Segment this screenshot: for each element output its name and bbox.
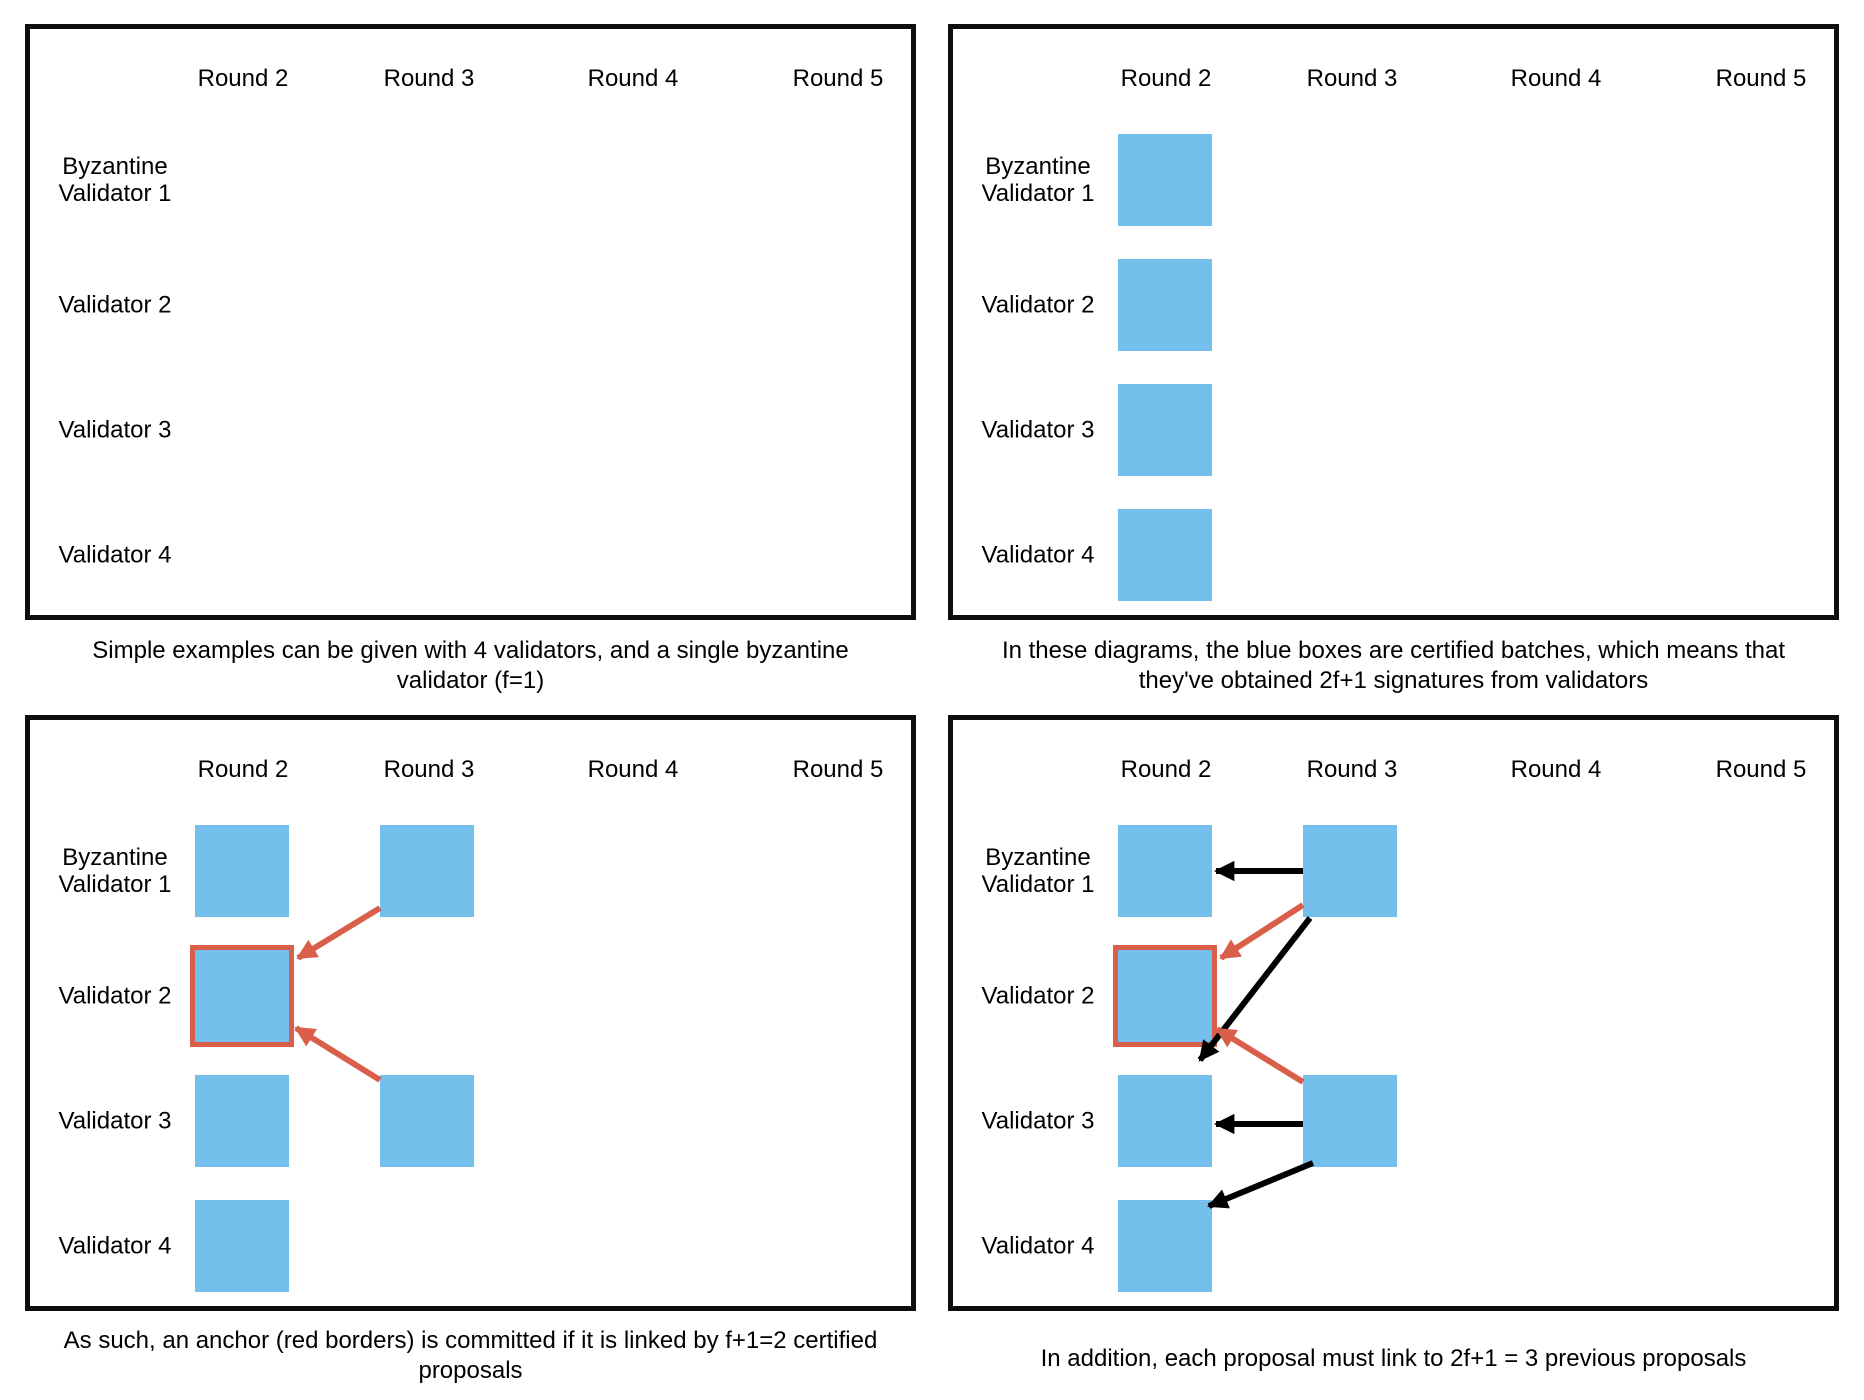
link-arrow-red (296, 905, 382, 961)
round-header: Round 2 (197, 65, 289, 92)
validator-label: Validator 4 (981, 1232, 1095, 1260)
arrows-layer (294, 905, 382, 1083)
caption-text: As such, an anchor (red borders) is comm… (63, 1327, 878, 1384)
certified-batch-box (1118, 825, 1212, 917)
anchor-batch-box (1113, 945, 1217, 1047)
round-header: Round 2 (197, 756, 289, 783)
validator-label: Byzantine Validator 1 (58, 844, 172, 898)
certified-batch-box (1303, 1075, 1397, 1167)
link-arrow-red (1215, 1026, 1305, 1085)
caption-text: In addition, each proposal must link to … (1040, 1345, 1747, 1372)
certified-batch-box (1118, 384, 1212, 476)
certified-batch-box (1118, 1075, 1212, 1167)
validator-label: Byzantine Validator 1 (58, 153, 172, 207)
round-header: Round 5 (1715, 65, 1807, 92)
link-arrow-red (294, 1025, 382, 1083)
certified-batch-box (1118, 259, 1212, 351)
validator-label: Byzantine Validator 1 (981, 844, 1095, 898)
certified-batch-box (380, 825, 474, 917)
validator-label: Validator 4 (981, 541, 1095, 569)
panel-bottom-left: Round 2 Round 3 Round 4 Round 5 Byzantine Va… (25, 715, 916, 1311)
validator-label: Validator 2 (58, 982, 172, 1010)
validator-label: Validator 3 (981, 1107, 1095, 1135)
link-arrow-black (1207, 1160, 1315, 1209)
round-header: Round 2 (1120, 65, 1212, 92)
certified-batch-box (1303, 825, 1397, 917)
certified-batch-box (380, 1075, 474, 1167)
link-arrow-red (1219, 902, 1305, 961)
round-header: Round 4 (1510, 756, 1602, 783)
arrows-layer (953, 29, 1834, 615)
validator-label: Validator 2 (981, 982, 1095, 1010)
certified-batch-box (195, 1075, 289, 1167)
certified-batch-box (1118, 1200, 1212, 1292)
caption-top-right: In these diagrams, the blue boxes are ce… (948, 636, 1839, 696)
validator-label: Validator 2 (981, 291, 1095, 319)
round-header: Round 3 (383, 65, 475, 92)
round-header: Round 4 (587, 65, 679, 92)
caption-bottom-right: In addition, each proposal must link to … (948, 1344, 1839, 1374)
caption-top-left: Simple examples can be given with 4 vali… (25, 636, 916, 696)
round-header: Round 4 (587, 756, 679, 783)
round-header: Round 5 (792, 756, 884, 783)
arrows-layer (1197, 860, 1315, 1209)
panel-bottom-right: Round 2 Round 3 Round 4 Round 5 Byzantine Va… (948, 715, 1839, 1311)
validator-label: Validator 4 (58, 1232, 172, 1260)
certified-batch-box (195, 825, 289, 917)
certified-batch-box (1118, 509, 1212, 601)
validator-label: Byzantine Validator 1 (981, 153, 1095, 207)
caption-text: Simple examples can be given with 4 vali… (92, 637, 849, 694)
round-header: Round 3 (383, 756, 475, 783)
round-header: Round 3 (1306, 756, 1398, 783)
certified-batch-box (1118, 134, 1212, 226)
validator-label: Validator 3 (58, 1107, 172, 1135)
round-header: Round 5 (1715, 756, 1807, 783)
validator-label: Validator 3 (981, 416, 1095, 444)
arrows-layer (30, 29, 911, 615)
anchor-batch-box (190, 945, 294, 1047)
certified-batch-box (195, 1200, 289, 1292)
caption-text: In these diagrams, the blue boxes are ce… (1001, 637, 1786, 694)
round-header: Round 2 (1120, 756, 1212, 783)
validator-label: Validator 3 (58, 416, 172, 444)
panel-top-left: Round 2 Round 3 Round 4 Round 5 Byzantine Va… (25, 24, 916, 620)
validator-label: Validator 4 (58, 541, 172, 569)
caption-bottom-left: As such, an anchor (red borders) is comm… (25, 1326, 916, 1386)
validator-label: Validator 2 (58, 291, 172, 319)
round-header: Round 5 (792, 65, 884, 92)
round-header: Round 4 (1510, 65, 1602, 92)
round-header: Round 3 (1306, 65, 1398, 92)
panel-top-right: Round 2 Round 3 Round 4 Round 5 Byzantine Va… (948, 24, 1839, 620)
